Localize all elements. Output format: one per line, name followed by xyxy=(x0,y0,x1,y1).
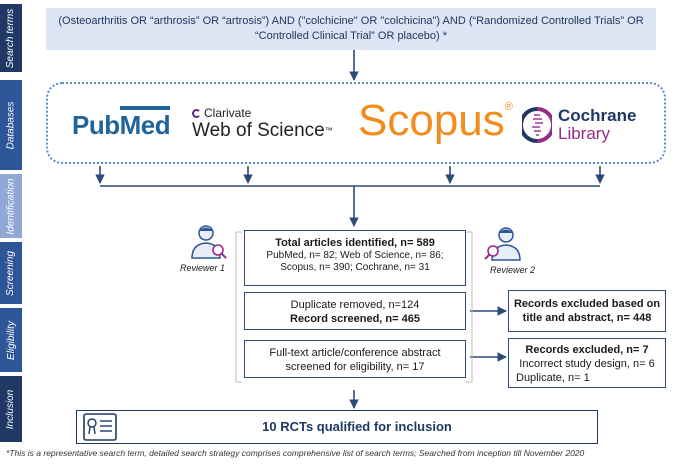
clarivate-icon xyxy=(192,108,201,118)
stage-screening: Screening xyxy=(0,242,22,304)
excluded-fulltext-title: Records excluded, n= 7 xyxy=(525,344,649,356)
reviewer-1-icon xyxy=(191,225,227,259)
excluded-fulltext-line-2: Duplicate, n= 1 xyxy=(516,372,590,384)
wos-label: Web of Science xyxy=(192,120,325,141)
certificate-icon xyxy=(83,413,117,441)
excluded-screening-line-2: title and abstract, n= 448 xyxy=(522,312,652,324)
pubmed-logo-part2: Med xyxy=(119,106,171,140)
web-of-science-logo: Clarivate Web of Science™ xyxy=(192,106,333,142)
reviewer-1-label: Reviewer 1 xyxy=(180,263,226,273)
excluded-fulltext-box: Records excluded, n= 7 Incorrect study d… xyxy=(508,338,666,388)
inclusion-text: 10 RCTs qualified for inclusion xyxy=(262,419,452,434)
cochrane-logo: Cochrane Library xyxy=(522,106,636,144)
scopus-logo: Scopus® xyxy=(358,96,513,146)
search-terms-text: (Osteoarthritis OR “arthrosis” OR “artro… xyxy=(58,15,644,42)
reviewer-2-icon xyxy=(484,227,521,261)
inclusion-box: 10 RCTs qualified for inclusion xyxy=(76,410,598,444)
stage-search-terms: Search terms xyxy=(0,4,22,72)
pubmed-logo-part1: Pub xyxy=(72,110,120,140)
excluded-screening-line-1: Records excluded based on xyxy=(513,298,661,310)
scopus-mark: ® xyxy=(504,101,513,113)
clarivate-label: Clarivate xyxy=(204,106,252,120)
fulltext-box: Full-text article/conference abstract sc… xyxy=(244,340,466,378)
identified-box: Total articles identified, n= 589 PubMed… xyxy=(244,230,466,286)
databases-panel xyxy=(46,82,666,164)
excluded-fulltext-line-1: Incorrect study design, n= 6 xyxy=(519,358,655,370)
identified-title: Total articles identified, n= 589 xyxy=(275,237,435,249)
footnote: *This is a representative search term, d… xyxy=(6,448,585,458)
identified-line-2: Scopus, n= 390; Cochrane, n= 31 xyxy=(280,262,430,273)
search-terms-box: (Osteoarthritis OR “arthrosis” OR “artro… xyxy=(46,8,656,50)
wos-tm: ™ xyxy=(324,126,333,135)
cochrane-icon xyxy=(522,107,552,143)
scopus-label: Scopus xyxy=(358,96,505,145)
identified-line-1: PubMed, n= 82; Web of Science, n= 86; xyxy=(266,250,444,261)
stage-inclusion: Inclusion xyxy=(0,376,22,442)
stage-databases: Databases xyxy=(0,80,22,170)
stage-identification: Identification xyxy=(0,174,22,238)
fulltext-line-2: screened for eligibility, n= 17 xyxy=(285,361,425,373)
records-screened: Record screened, n= 465 xyxy=(290,313,420,325)
stage-eligibility: Eligibility xyxy=(0,308,22,372)
duplicate-removed: Duplicate removed, n=124 xyxy=(290,299,420,311)
fulltext-line-1: Full-text article/conference abstract xyxy=(269,347,441,359)
excluded-screening-box: Records excluded based on title and abst… xyxy=(508,290,666,332)
reviewer-2-label: Reviewer 2 xyxy=(490,265,536,275)
cochrane-label-top: Cochrane xyxy=(558,106,637,125)
screening-box: Duplicate removed, n=124 Record screened… xyxy=(244,292,466,330)
cochrane-label-bottom: Library xyxy=(558,124,610,143)
pubmed-logo: PubMed xyxy=(72,106,171,141)
